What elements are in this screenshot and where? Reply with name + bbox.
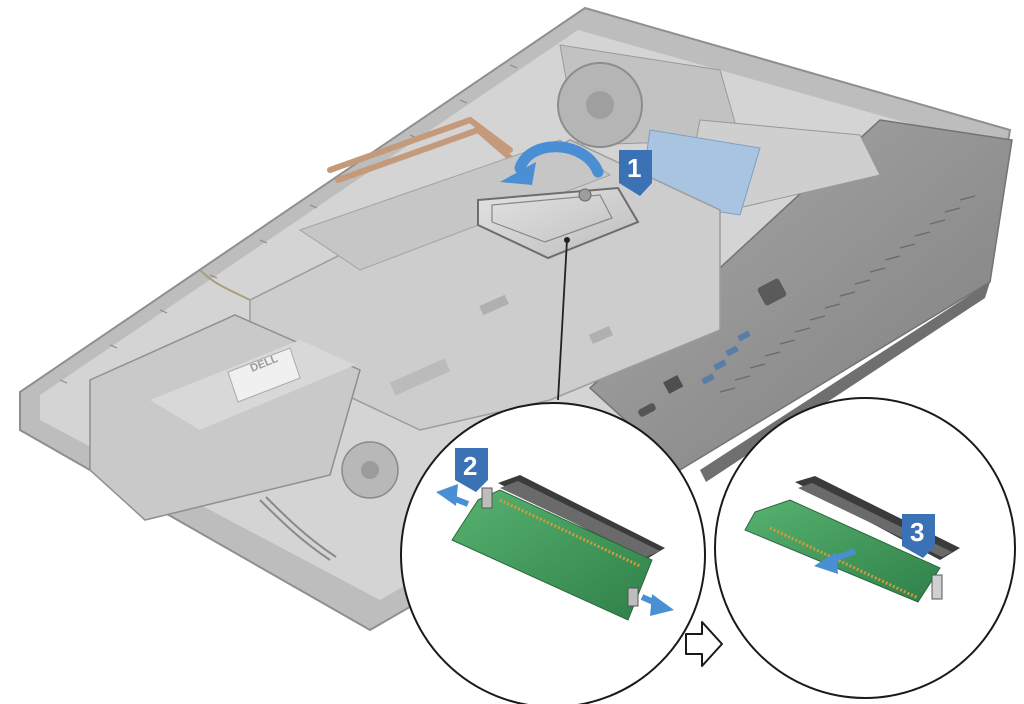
- socket-clip: [931, 574, 943, 600]
- blower-fan: [341, 441, 399, 499]
- step-3-callout: 3: [902, 514, 935, 558]
- step-1-callout: 1: [619, 150, 652, 196]
- outward-arrow-left-icon: [436, 484, 470, 507]
- step-2-number: 2: [463, 451, 477, 481]
- step-3-number: 3: [910, 517, 924, 547]
- vent-slots: [719, 195, 976, 393]
- pull-arrow-icon: [814, 548, 857, 574]
- memory-module: [451, 489, 653, 621]
- system-fan: [557, 44, 741, 148]
- outward-arrow-right-icon: [640, 594, 674, 616]
- audio-port: [638, 403, 656, 417]
- curved-rotate-arrow-icon: [500, 141, 604, 185]
- zoom-circle-remove-module: 3: [714, 397, 1016, 699]
- power-supply: DELL: [89, 314, 361, 521]
- screw: [578, 188, 592, 202]
- step-2-callout: 2: [455, 448, 488, 492]
- ethernet-port: [663, 374, 684, 394]
- memory-shield: [477, 186, 640, 260]
- usb-ports: [701, 330, 751, 385]
- right-clip: [627, 587, 639, 607]
- step-1-number: 1: [627, 153, 641, 183]
- zoom-circle-release-clips: 2: [400, 402, 706, 704]
- heat-pipe: [327, 116, 518, 183]
- left-clip: [481, 487, 493, 509]
- power-port: [757, 278, 787, 306]
- leader-line: [557, 239, 568, 401]
- hollow-right-arrow-icon: [685, 621, 723, 667]
- memory-module-removed: [744, 499, 941, 603]
- cables: [199, 269, 337, 561]
